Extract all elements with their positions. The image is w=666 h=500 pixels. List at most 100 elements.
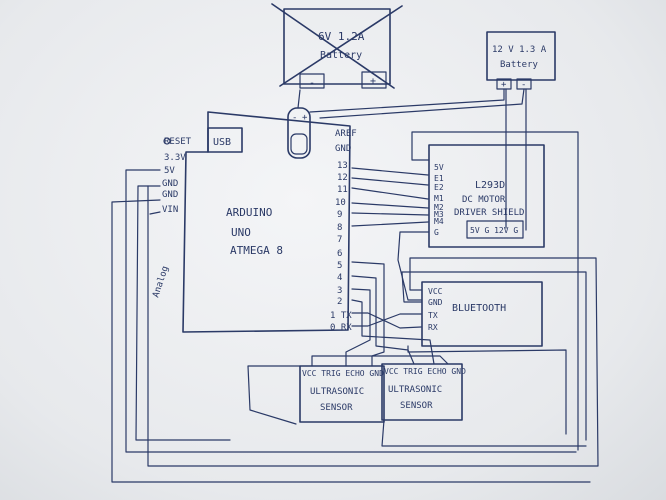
motor-driver-terminals: 5V G 12V G [470, 226, 518, 235]
battery-6v-label-2: Battery [320, 50, 362, 61]
arduino-right-pin-2: 13 [337, 161, 348, 171]
reset-button-icon [163, 137, 171, 145]
arduino-left-pin-1: 3.3V [164, 153, 186, 163]
wire-11 [351, 187, 429, 200]
bluetooth-outline [421, 281, 543, 347]
wire-gnd-rail [135, 185, 231, 441]
arduino-right-pin-0: AREF [335, 129, 357, 139]
arduino-name-2: UNO [231, 226, 251, 239]
wire-12 [351, 177, 429, 186]
arduino-name-3: ATMEGA 8 [230, 244, 283, 257]
power-jack-pos: + [302, 113, 308, 123]
bluetooth-pin-3: RX [428, 323, 438, 332]
arduino-right-pin-7: 8 [337, 223, 342, 233]
arduino-board: USB ARDUINO UNO ATMEGA 8 Analog [151, 111, 351, 333]
motor-driver-pin-3: M1 [434, 194, 444, 203]
battery-12v-label-2: Battery [500, 60, 539, 70]
arduino-right-pin-13: 2 [337, 297, 342, 307]
battery-12v-pos-sign: + [501, 80, 507, 90]
arduino-usb-label: USB [213, 137, 231, 148]
wire-5v-rail [125, 169, 577, 453]
motor-driver-outline [428, 144, 545, 248]
arduino-left-pin-3: GND [162, 179, 178, 189]
wire-4 [351, 275, 415, 365]
battery-6v-pos-terminal [361, 71, 387, 89]
wire-sensor-vcc [311, 355, 449, 367]
battery-12v-body [486, 31, 556, 81]
arduino-right-pin-1: GND [335, 144, 351, 154]
battery-6v-label-1: 6V 1.2A [318, 30, 365, 43]
motor-driver-terminal-block [466, 220, 524, 239]
ultrasonic-sensor-2: VCC TRIG ECHO GND ULTRASONIC SENSOR [381, 363, 466, 421]
wire-sensor-1-left [247, 365, 301, 425]
arduino-right-pin-8: 7 [337, 235, 342, 245]
wire-2 [351, 299, 435, 365]
wire-driver-g [397, 231, 430, 301]
motor-driver-pin-4: M2 [434, 203, 444, 212]
motor-driver-pin-7: G [434, 228, 439, 237]
ultrasonic-1-outline [299, 365, 385, 423]
wire-jack-old [297, 89, 301, 109]
wire-gnd-rail-2 [111, 199, 591, 483]
power-jack-neg: - [292, 113, 297, 123]
arduino-left-pin-0: RESET [164, 137, 192, 147]
arduino-usb-port [207, 127, 243, 153]
power-jack-inner [290, 133, 308, 155]
wires [111, 88, 599, 483]
bluetooth-pin-1: GND [428, 298, 443, 307]
power-jack-body [287, 107, 311, 159]
battery-12v-label-1: 12 V 1.3 A [492, 45, 547, 55]
arduino-name-1: ARDUINO [226, 206, 272, 219]
bluetooth-module: BLUETOOTH [421, 281, 543, 347]
arduino-right-pin-4: 11 [337, 185, 348, 195]
arduino-right-pin-11: 4 [337, 273, 342, 283]
wire-8 [351, 221, 429, 227]
wire-13 [351, 167, 429, 176]
motor-driver-pin-6: M4 [434, 217, 444, 226]
battery-12v: 12 V 1.3 A Battery + - [486, 31, 556, 90]
wire-10 [351, 202, 429, 209]
arduino-right-pin-15: 0 RX [330, 323, 352, 333]
arduino-right-pin-5: 10 [335, 198, 346, 208]
arduino-left-pin-2: 5V [164, 166, 175, 176]
motor-driver-pin-1: E1 [434, 174, 444, 183]
arduino-right-pin-14: 1 TX [330, 311, 352, 321]
ultrasonic-1-name-1: ULTRASONIC [310, 387, 364, 397]
wire-bt-vcc [147, 185, 599, 467]
motor-driver-name-1: L293D [475, 180, 505, 191]
bluetooth-name: BLUETOOTH [452, 303, 506, 314]
arduino-right-pin-10: 5 [337, 261, 342, 271]
ultrasonic-1-pins: VCC TRIG ECHO GND [302, 369, 384, 378]
wire-9 [351, 212, 429, 216]
ultrasonic-2-name-2: SENSOR [400, 401, 433, 411]
arduino-left-pin-5: VIN [162, 205, 178, 215]
battery-6v-neg-sign: - [309, 78, 315, 89]
wire-5 [351, 261, 385, 367]
wire-sensor-2-gnd [381, 419, 587, 447]
battery-6v-pos-sign: + [370, 76, 376, 87]
ultrasonic-2-pins: VCC TRIG ECHO GND [384, 367, 466, 376]
arduino-right-pin-12: 3 [337, 286, 342, 296]
power-jack: - + [287, 107, 311, 159]
motor-driver-name-3: DRIVER SHIELD [454, 208, 524, 218]
analog-pins-label: Analog [151, 265, 171, 299]
ultrasonic-sensor-1: VCC TRIG ECHO GND ULTRASONIC SENSOR [299, 365, 385, 423]
battery-6v-cross-2 [279, 5, 403, 87]
motor-driver-pin-5: M3 [434, 210, 444, 219]
battery-6v: 6V 1.2A Battery - + [271, 3, 403, 89]
motor-driver-pin-2: E2 [434, 183, 444, 192]
arduino-right-pin-9: 6 [337, 249, 342, 259]
wire-vin [149, 211, 161, 215]
bluetooth-pin-2: TX [428, 311, 438, 320]
ultrasonic-2-name-1: ULTRASONIC [388, 385, 442, 395]
arduino-left-pin-4: GND [162, 190, 178, 200]
wire-driver-5v [411, 131, 579, 451]
wire-battery-neg [319, 88, 525, 119]
motor-driver-pin-0: 5V [434, 163, 444, 172]
battery-6v-body [283, 8, 391, 85]
motor-driver-shield: L293D DC MOTOR DRIVER SHIELD 5V G 12V G [428, 144, 545, 248]
wire-inner-frame [407, 345, 567, 435]
